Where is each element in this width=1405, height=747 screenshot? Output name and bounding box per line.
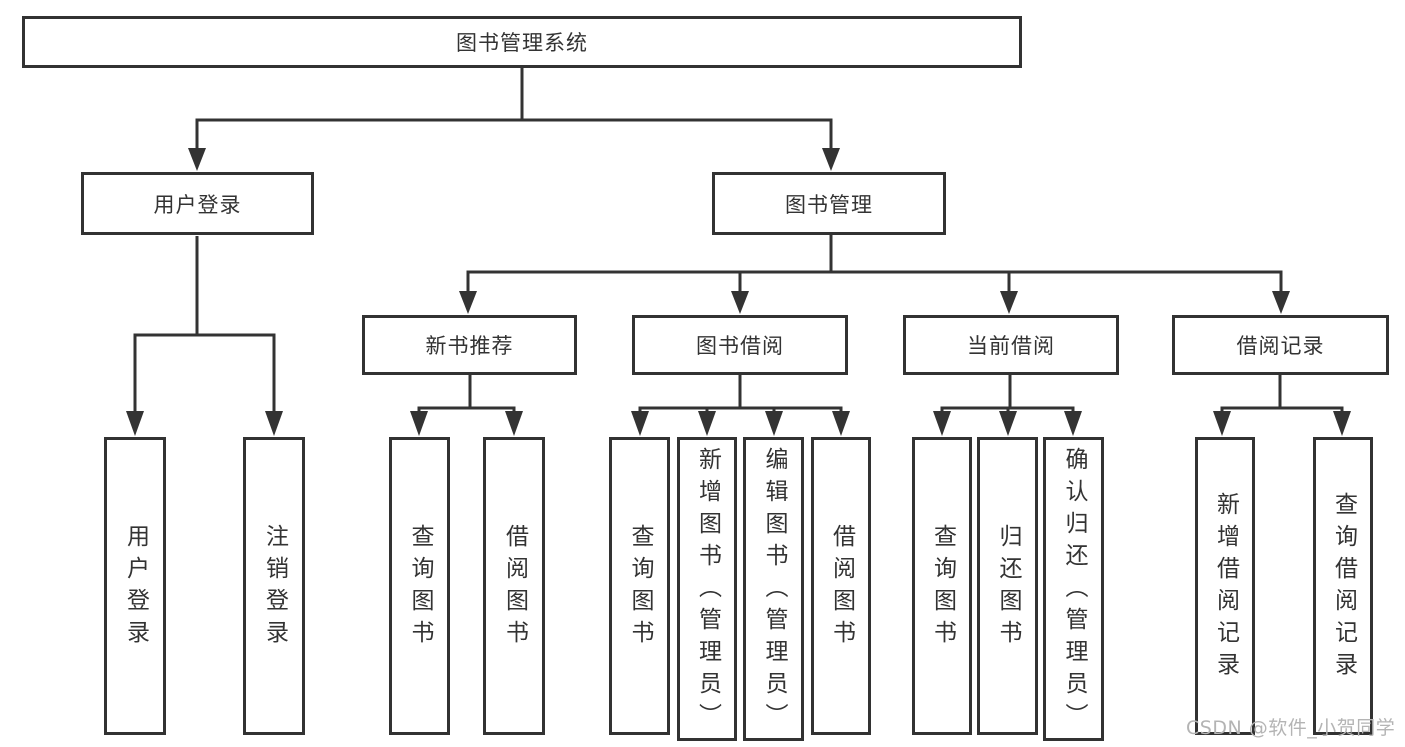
leaf-add-books-admin: 新增图书（管理员） — [677, 437, 737, 741]
arrowhead-icon — [1333, 411, 1351, 436]
leaf-user-login: 用户登录 — [104, 437, 166, 735]
arrowhead-icon — [410, 411, 428, 436]
arrowhead-icon — [1000, 291, 1018, 314]
leaf-edit-books-admin: 编辑图书（管理员） — [743, 437, 804, 741]
csdn-watermark: CSDN @软件_小贺同学 — [1186, 717, 1396, 739]
leaf-add-borrow-record: 新增借阅记录 — [1195, 437, 1255, 735]
node-book-management-branch: 图书管理 — [712, 172, 946, 235]
node-new-book-recommend: 新书推荐 — [362, 315, 577, 375]
leaf-return-books: 归还图书 — [977, 437, 1038, 735]
arrowhead-icon — [188, 148, 206, 171]
arrowhead-icon — [765, 411, 783, 436]
arrowhead-icon — [822, 148, 840, 171]
leaf-query-books-current: 查询图书 — [912, 437, 972, 735]
arrowhead-icon — [505, 411, 523, 436]
leaf-query-books-borrowing: 查询图书 — [609, 437, 670, 735]
leaf-borrow-books-recommend: 借阅图书 — [483, 437, 545, 735]
node-root-library-system: 图书管理系统 — [22, 16, 1022, 68]
arrowhead-icon — [1213, 411, 1231, 436]
node-user-login-branch: 用户登录 — [81, 172, 314, 235]
arrowhead-icon — [698, 411, 716, 436]
node-current-borrowing: 当前借阅 — [903, 315, 1119, 375]
leaf-logout: 注销登录 — [243, 437, 305, 735]
node-book-borrowing: 图书借阅 — [632, 315, 848, 375]
leaf-borrow-books-borrowing: 借阅图书 — [811, 437, 871, 735]
arrowhead-icon — [1064, 411, 1082, 436]
leaf-confirm-return-admin: 确认归还（管理员） — [1043, 437, 1104, 741]
node-borrowing-records: 借阅记录 — [1172, 315, 1389, 375]
arrowhead-icon — [459, 291, 477, 314]
arrowhead-icon — [933, 411, 951, 436]
arrowhead-icon — [999, 411, 1017, 436]
arrowhead-icon — [1272, 291, 1290, 314]
arrowhead-icon — [631, 411, 649, 436]
arrowhead-icon — [731, 291, 749, 314]
arrowhead-icon — [265, 411, 283, 436]
arrowhead-icon — [126, 411, 144, 436]
leaf-query-books-recommend: 查询图书 — [389, 437, 450, 735]
arrowhead-icon — [832, 411, 850, 436]
leaf-query-borrow-record: 查询借阅记录 — [1313, 437, 1373, 735]
